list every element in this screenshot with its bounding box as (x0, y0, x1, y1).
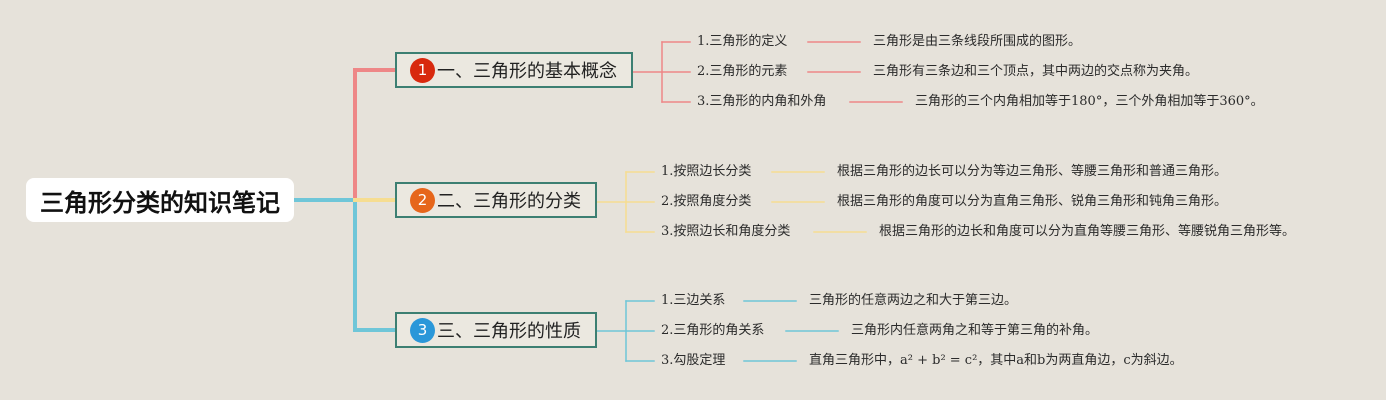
branch-3-item-1-desc[interactable]: 三角形的任意两边之和大于第三边。 (809, 293, 1018, 308)
branch-1-item-3-label[interactable]: 3.三角形的内角和外角 (697, 94, 827, 109)
branch-2-topic[interactable]: 2 二、三角形的分类 (395, 182, 597, 218)
number-1-badge-icon: 1 (410, 57, 435, 83)
branch-3-title: 三、三角形的性质 (437, 321, 581, 342)
branch-2-item-3-label[interactable]: 3.按照边长和角度分类 (661, 224, 791, 239)
root-topic[interactable]: 三角形分类的知识笔记 (26, 178, 294, 222)
branch-2-item-1-desc[interactable]: 根据三角形的边长可以分为等边三角形、等腰三角形和普通三角形。 (837, 164, 1228, 179)
branch-1-item-3-desc[interactable]: 三角形的三个内角相加等于180°，三个外角相加等于360°。 (915, 94, 1264, 109)
branch-3-item-3-label[interactable]: 3.勾股定理 (661, 353, 726, 368)
branch-3-item-2-label[interactable]: 2.三角形的角关系 (661, 323, 765, 338)
branch-2-item-1-label[interactable]: 1.按照边长分类 (661, 164, 752, 179)
branch-1-title: 一、三角形的基本概念 (437, 61, 617, 82)
number-3-badge-icon: 3 (410, 317, 435, 343)
branch-2-item-2-label[interactable]: 2.按照角度分类 (661, 194, 752, 209)
branch-2-item-3-desc[interactable]: 根据三角形的边长和角度可以分为直角等腰三角形、等腰锐角三角形等。 (879, 224, 1296, 239)
branch-1-item-2-desc[interactable]: 三角形有三条边和三个顶点，其中两边的交点称为夹角。 (873, 64, 1199, 79)
number-2-badge-icon: 2 (410, 187, 435, 213)
branch-1-item-2-label[interactable]: 2.三角形的元素 (697, 64, 788, 79)
branch-2-item-2-desc[interactable]: 根据三角形的角度可以分为直角三角形、锐角三角形和钝角三角形。 (837, 194, 1228, 209)
branch-3-item-2-desc[interactable]: 三角形内任意两角之和等于第三角的补角。 (851, 323, 1099, 338)
root-title: 三角形分类的知识笔记 (40, 188, 280, 217)
branch-3-item-1-label[interactable]: 1.三边关系 (661, 293, 726, 308)
branch-3-topic[interactable]: 3 三、三角形的性质 (395, 312, 597, 348)
branch-3-item-3-desc[interactable]: 直角三角形中，a² + b² = c²，其中a和b为两直角边，c为斜边。 (809, 353, 1183, 368)
branch-1-item-1-label[interactable]: 1.三角形的定义 (697, 34, 788, 49)
branch-2-title: 二、三角形的分类 (437, 191, 581, 212)
branch-1-topic[interactable]: 1 一、三角形的基本概念 (395, 52, 633, 88)
branch-1-item-1-desc[interactable]: 三角形是由三条线段所围成的图形。 (873, 34, 1082, 49)
